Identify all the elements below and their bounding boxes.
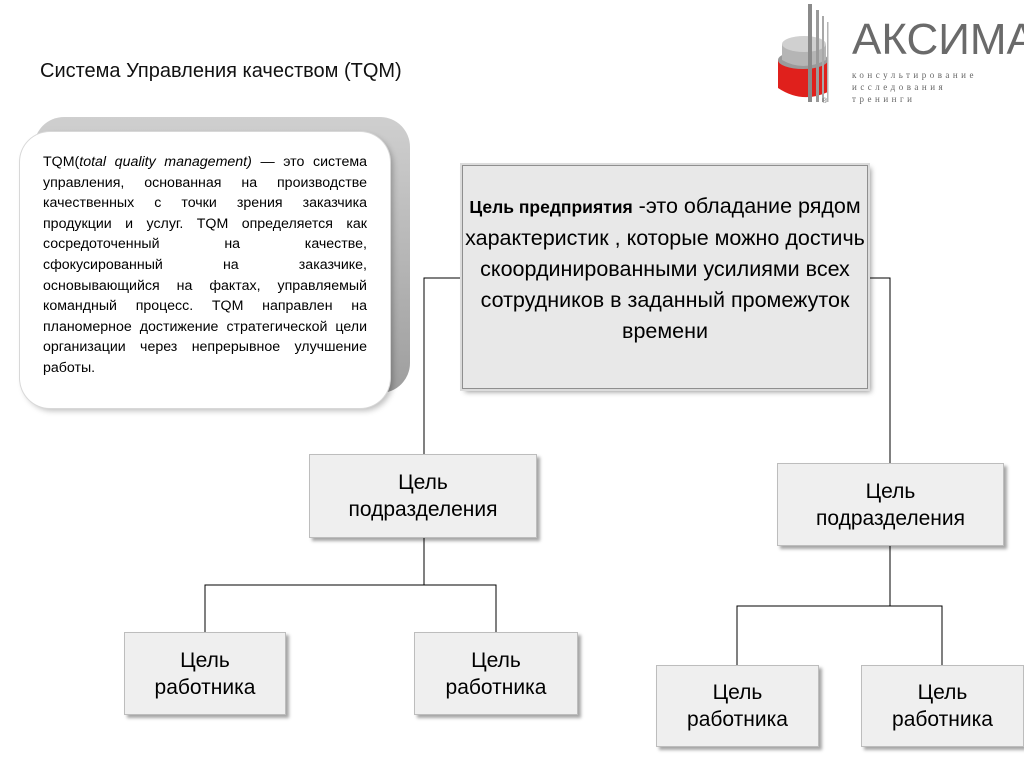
division-goal-left: Цель подразделения [309, 454, 537, 538]
connector-right-branch [736, 605, 943, 665]
tqm-body: — это система управления, основанная на … [43, 154, 368, 376]
connector-left-branch [204, 584, 497, 632]
employee-goal-2-label: Цель работника [445, 648, 547, 699]
tqm-callout [20, 132, 390, 408]
tqm-term: total quality management) [79, 154, 252, 170]
employee-goal-3: Цель работника [656, 665, 819, 747]
tqm-lead: TQM( [43, 154, 80, 170]
enterprise-goal-box: Цель предприятия -это обладание рядом ха… [462, 165, 868, 389]
connector-main-right [868, 277, 891, 463]
slide-title: Система Управления качеством (TQM) [40, 60, 402, 82]
tqm-definition: TQM(total quality management) — это сист… [43, 152, 367, 379]
employee-goal-3-label: Цель работника [687, 681, 788, 731]
logo-emblem-icon: ® [778, 4, 829, 105]
logo-name: АКСИМА [852, 15, 1024, 64]
enterprise-goal-text: -это обладание рядом характеристик , кот… [465, 194, 865, 343]
enterprise-goal-heading: Цель предприятия [469, 197, 633, 217]
registered-mark: ® [822, 97, 828, 105]
employee-goal-4-label: Цель работника [892, 681, 993, 731]
logo-sub-1: консультирование [852, 70, 977, 80]
division-goal-right-label: Цель подразделения [816, 479, 965, 530]
logo-sub-2: исследования [852, 82, 947, 92]
employee-goal-4: Цель работника [861, 665, 1024, 747]
employee-goal-2: Цель работника [414, 632, 578, 715]
connector-main-left [423, 277, 462, 454]
division-goal-right: Цель подразделения [777, 463, 1004, 546]
division-goal-left-label: Цель подразделения [348, 471, 498, 521]
logo-sub-3: тренинги [852, 94, 916, 104]
employee-goal-1: Цель работника [124, 632, 286, 715]
employee-goal-1-label: Цель работника [154, 648, 256, 699]
